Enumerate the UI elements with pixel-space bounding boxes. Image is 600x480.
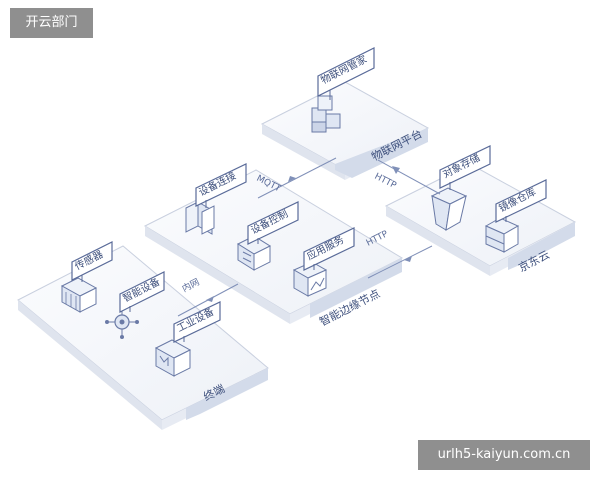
platform-iot: 物联网平台 <box>260 81 430 180</box>
arrow-head-icon <box>206 296 214 302</box>
platform-iot-title-band <box>335 128 428 178</box>
header-badge: 开云部门 <box>10 8 93 38</box>
arrow-head-icon <box>288 176 296 182</box>
item-sensor: 传感器 <box>60 241 113 313</box>
server-box-icon <box>484 217 520 253</box>
panel-pair-icon <box>185 201 215 235</box>
platform-jdcloud-title-band <box>508 222 575 270</box>
connector-iot-cloud-label: HTTP <box>373 172 399 192</box>
connector-terminal-edge-label: 内网 <box>180 276 201 295</box>
arrow-head-icon <box>392 166 400 174</box>
footer-badge: urlh5-kaiyun.com.cn <box>418 440 590 470</box>
platform-iot-top <box>260 81 430 171</box>
item-app-service: 应用服务 <box>292 227 355 297</box>
platform-jdcloud: 京东云 <box>384 163 577 276</box>
platform-terminal-title-band <box>186 368 268 420</box>
arrow-head-icon <box>404 256 412 262</box>
cube-stack-icon <box>311 95 341 133</box>
open-box-icon <box>154 339 192 377</box>
grid-box-icon <box>60 277 98 313</box>
platform-edge-side-left <box>145 226 290 324</box>
bucket-icon <box>430 187 468 231</box>
image-card-icon <box>292 261 328 297</box>
platform-terminal-side-left <box>18 300 162 430</box>
platform-jdcloud-side-left <box>386 206 490 276</box>
connector-iot-cloud: HTTP <box>373 159 441 195</box>
platform-iot-side-left <box>262 124 345 180</box>
